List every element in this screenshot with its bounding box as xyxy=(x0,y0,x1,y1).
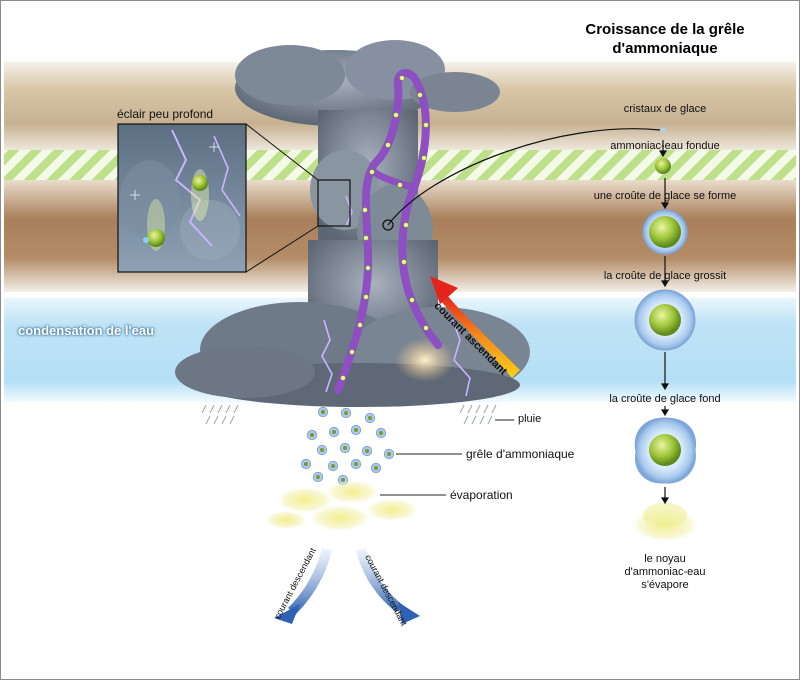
water-condensation-label: condensation de l'eau xyxy=(18,323,155,338)
hailstone-icon xyxy=(147,229,165,247)
final-stage-line-2: d'ammoniac-eau xyxy=(624,566,706,578)
inset-source-box xyxy=(317,179,351,227)
hailstone-icon xyxy=(192,175,208,191)
trajectory-hailstones xyxy=(340,75,429,381)
title-line-1: Croissance de la grêle xyxy=(585,21,745,38)
hailstone-icon xyxy=(634,417,697,484)
rain xyxy=(201,404,497,425)
diagram-title: Croissance de la grêle d'ammoniaque xyxy=(560,20,770,58)
final-stage-line-3: s'évapore xyxy=(641,579,689,591)
focus-marker xyxy=(382,219,394,231)
final-stage-line-1: le noyau xyxy=(644,553,686,565)
hail-label: grêle d'ammoniaque xyxy=(466,447,575,461)
stage-label-molten: ammoniac-eau fondue xyxy=(610,140,720,152)
stage-label-ice-crystals: cristaux de glace xyxy=(623,103,707,115)
hailstone-icon xyxy=(642,209,688,255)
stage-label-crust-forms: une croûte de glace se forme xyxy=(593,190,737,202)
updraft-arrow-icon xyxy=(430,276,520,378)
leader-lines xyxy=(380,419,514,496)
lightning-inset xyxy=(117,123,247,273)
zoom-connector xyxy=(387,128,661,226)
molten-droplet-icon xyxy=(655,158,671,174)
downdraft-arrow-icon xyxy=(274,548,420,624)
lightning-icon xyxy=(321,195,471,397)
stage-label-crust-melts: la croûte de glace fond xyxy=(609,393,721,405)
stage-label-core-evaporates: le noyau d'ammoniac-eau s'évapore xyxy=(595,553,735,592)
ice-crystal-icon xyxy=(660,127,666,133)
falling-hail xyxy=(300,406,395,486)
inset-label: éclair peu profond xyxy=(117,107,214,121)
rain-label: pluie xyxy=(518,413,542,425)
lightning-icon xyxy=(171,129,213,247)
evaporation-label: évaporation xyxy=(450,488,513,502)
title-line-2: d'ammoniaque xyxy=(612,40,718,57)
hail-trajectory xyxy=(334,69,442,394)
stage-label-crust-grows: la croûte de glace grossit xyxy=(603,270,727,282)
hailstone-icon xyxy=(634,289,696,351)
growth-sequence xyxy=(629,127,701,543)
evaporation-puffs xyxy=(264,480,420,532)
